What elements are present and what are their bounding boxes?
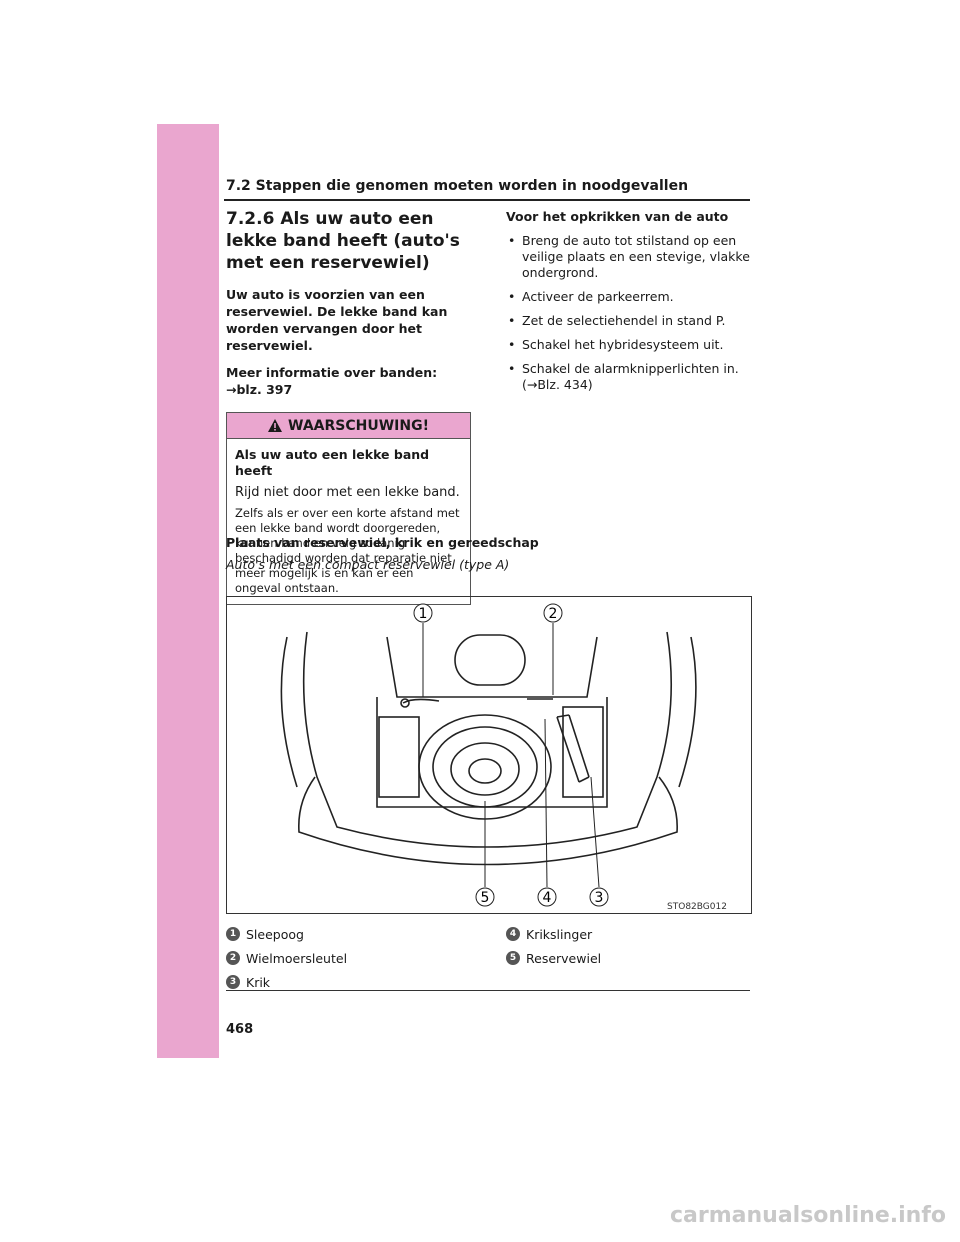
trunk-drawing: 1 2 3 4 5 STO82BG012 — [280, 603, 727, 912]
callout-line-3 — [590, 776, 600, 888]
legend-item: 3 Krik — [226, 970, 347, 994]
jack-shape — [556, 714, 590, 783]
location-heading: Plaats van reservewiel, krik en gereedsc… — [226, 535, 539, 550]
warning-line-2: Zelfs als er over een korte afstand met … — [235, 506, 460, 595]
legend-number: 5 — [506, 951, 520, 965]
trunk-opening-outline — [302, 631, 673, 848]
legend-label: Sleepoog — [246, 926, 304, 942]
legend-label: Wielmoersleutel — [246, 950, 348, 966]
legend-left: 1 Sleepoog 2 Wielmoersleutel 3 Krik — [226, 922, 347, 994]
bumper-outline — [298, 776, 678, 866]
legend-item: 1 Sleepoog — [226, 922, 347, 946]
more-info-link[interactable]: →blz. 397 — [226, 382, 293, 397]
tailgate-struts — [280, 636, 697, 788]
callout-circle-3 — [589, 887, 609, 907]
callout-circle-4 — [537, 887, 557, 907]
page-number: 468 — [226, 1022, 254, 1037]
warning-icon — [268, 419, 283, 432]
tow-eye-shape — [402, 698, 440, 704]
legend-label: Krikslinger — [526, 926, 593, 942]
legend-number: 3 — [226, 975, 240, 989]
header-divider — [224, 199, 750, 201]
prep-list: Breng de auto tot stilstand op een veili… — [506, 233, 752, 393]
callout-4: 4 — [543, 890, 552, 906]
callout-circle-1 — [413, 603, 433, 623]
legend-number: 4 — [506, 927, 520, 941]
list-item: Schakel de alarmknipperlichten in. (→Blz… — [506, 361, 752, 393]
legend-item: 5 Reservewiel — [506, 946, 601, 970]
callout-3: 3 — [595, 890, 604, 906]
right-column: Voor het opkrikken van de auto Breng de … — [506, 208, 752, 401]
callout-circle-2 — [543, 603, 563, 623]
legend-label: Reservewiel — [526, 950, 602, 966]
legend-label: Krik — [246, 974, 271, 990]
upper-storage — [454, 634, 526, 686]
callout-line-4 — [544, 718, 548, 888]
left-compartment — [378, 716, 420, 798]
figure-code: STO82BG012 — [667, 902, 727, 912]
legend-item: 2 Wielmoersleutel — [226, 946, 347, 970]
legend-number: 2 — [226, 951, 240, 965]
chapter-tab — [157, 124, 219, 1058]
trunk-illustration: 1 2 3 4 5 STO82BG012 — [226, 596, 752, 914]
warning-heading: WAARSCHUWING! — [288, 417, 429, 434]
more-info: Meer informatie over banden: →blz. 397 — [226, 364, 472, 398]
callout-5: 5 — [481, 890, 490, 906]
right-compartment — [562, 706, 604, 798]
legend-item: 4 Krikslinger — [506, 922, 601, 946]
warning-line-1: Rijd niet door met een lekke band. — [235, 485, 460, 500]
warning-subheading: Als uw auto een lekke band heeft — [235, 447, 430, 478]
callout-1: 1 — [419, 606, 428, 622]
section-header: 7.2 Stappen die genomen moeten worden in… — [226, 178, 689, 194]
prep-heading: Voor het opkrikken van de auto — [506, 209, 729, 224]
list-item: Schakel het hybridesysteem uit. — [506, 337, 752, 353]
intro-text: Uw auto is voorzien van een reservewiel.… — [226, 287, 448, 353]
left-column: 7.2.6 Als uw auto een lekke band heeft (… — [226, 208, 472, 605]
warning-body: Als uw auto een lekke band heeft Rijd ni… — [227, 439, 470, 604]
variant-label: Auto's met een compact reservewiel (type… — [226, 557, 510, 572]
warning-box: WAARSCHUWING! Als uw auto een lekke band… — [226, 412, 471, 605]
callout-2: 2 — [549, 606, 558, 622]
watermark: carmanualsonline.info — [670, 1203, 946, 1228]
more-info-label: Meer informatie over banden: — [226, 365, 438, 380]
callout-circle-5 — [475, 887, 495, 907]
legend-number: 1 — [226, 927, 240, 941]
warning-header: WAARSCHUWING! — [227, 413, 470, 439]
list-item: Activeer de parkeerrem. — [506, 289, 752, 305]
legend-right: 4 Krikslinger 5 Reservewiel — [506, 922, 601, 970]
page-title: 7.2.6 Als uw auto een lekke band heeft (… — [226, 209, 460, 273]
list-item: Zet de selectiehendel in stand P. — [506, 313, 752, 329]
footer-divider — [226, 990, 750, 991]
list-item: Breng de auto tot stilstand op een veili… — [506, 233, 752, 281]
